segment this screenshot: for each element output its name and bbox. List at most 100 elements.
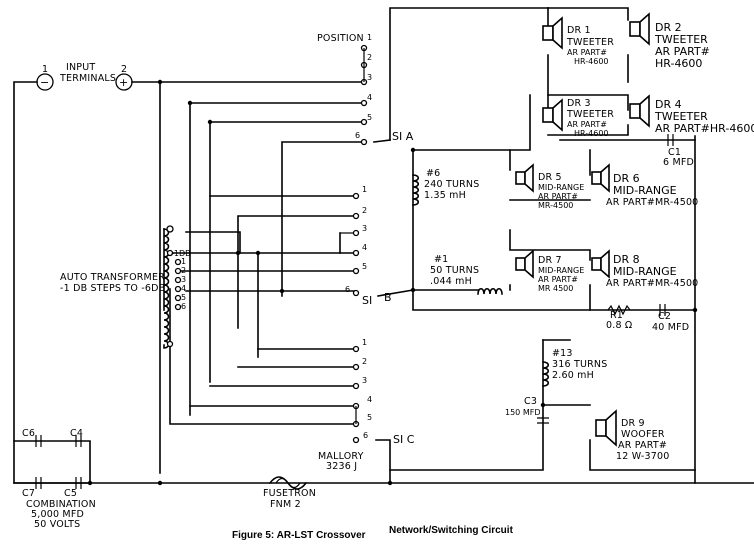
tap-label-1db: -1DB bbox=[171, 249, 191, 258]
mallory-line1: MALLORY bbox=[318, 451, 364, 462]
figure-caption: Figure 5: AR-LST Crossover Network/Switc… bbox=[232, 525, 514, 541]
inductor-l1 bbox=[477, 287, 503, 295]
s1c-pos-2: 2 bbox=[362, 357, 367, 366]
c6-capacitor bbox=[35, 435, 42, 447]
dr1-line2: TWEETER bbox=[566, 37, 614, 48]
s1c-pos-3: 3 bbox=[362, 376, 367, 385]
s1b-pos-6: 6 bbox=[345, 285, 350, 294]
l13-value: 2.60 mH bbox=[552, 370, 594, 381]
s1a-pos-6: 6 bbox=[355, 131, 360, 140]
c4-capacitor bbox=[75, 435, 82, 447]
c6-name: C6 bbox=[22, 428, 35, 439]
dr3-cone bbox=[552, 98, 563, 132]
s1a-label: SI A bbox=[392, 130, 414, 143]
s1c-contact-1 bbox=[352, 345, 360, 353]
junction-dots bbox=[87, 79, 698, 486]
s1c-pos-1: 1 bbox=[362, 338, 367, 347]
tap-label-4: 4 bbox=[181, 284, 186, 293]
dr7-line4: MR 4500 bbox=[538, 284, 573, 293]
s1b-pos-3: 3 bbox=[362, 224, 367, 233]
tap-label-6: 6 bbox=[181, 302, 186, 311]
s1b-pos-4: 4 bbox=[362, 243, 367, 252]
l6-value: 1.35 mH bbox=[424, 190, 466, 201]
autotransformer-tap-top bbox=[166, 225, 174, 233]
dr3-line3: AR PART# bbox=[567, 120, 607, 129]
autotransformer-winding bbox=[163, 228, 170, 349]
input-terminals: − + 1 2 INPUT TERMINALS bbox=[36, 62, 133, 91]
s1c-label: SI C bbox=[393, 433, 415, 446]
c5-name: C5 bbox=[64, 488, 77, 499]
dr9-line3: AR PART# bbox=[618, 440, 667, 451]
c1-name: C1 bbox=[668, 147, 681, 158]
autotransformer-tap-5 bbox=[174, 294, 182, 302]
s1b-contact-4 bbox=[352, 249, 360, 257]
dr6-line2: MID-RANGE bbox=[613, 184, 677, 197]
dr2-line4: HR-4600 bbox=[655, 57, 702, 70]
dr9-cone bbox=[605, 409, 617, 447]
l13-turns: 316 TURNS bbox=[552, 359, 607, 370]
s1b-contact-6 bbox=[352, 289, 360, 297]
dr3-speaker bbox=[542, 107, 554, 123]
combination-line2: 5,000 MFD bbox=[31, 509, 84, 520]
network-components: #6 240 TURNS 1.35 mH #1 50 TURNS .044 mH… bbox=[412, 168, 689, 462]
s1a-contact-4 bbox=[360, 99, 368, 107]
dr8-name: DR 8 bbox=[613, 253, 640, 266]
dr4-line3: AR PART#HR-4600 bbox=[655, 122, 754, 135]
dr8-line3: AR PART#MR-4500 bbox=[606, 278, 698, 289]
input-label-line2: TERMINALS bbox=[59, 73, 116, 84]
switch-s1b: 1 2 3 4 5 6 SI B bbox=[340, 185, 392, 307]
autotransformer: -1DB 1 2 3 4 5 6 AUTO TRANSFORMER -1 DB … bbox=[60, 225, 191, 349]
dr6-speaker bbox=[591, 171, 602, 185]
dr9-name: DR 9 bbox=[621, 418, 645, 429]
s1a-contact-6 bbox=[360, 138, 368, 146]
dr7-line2: MID-RANGE bbox=[538, 266, 584, 275]
dr1-cone bbox=[552, 16, 563, 50]
s1a-pos-2: 2 bbox=[367, 53, 372, 62]
c7-name: C7 bbox=[22, 488, 35, 499]
c1-capacitor bbox=[667, 134, 674, 146]
fuse-line1: FUSETRON bbox=[263, 488, 316, 499]
l1-turns: 50 TURNS bbox=[430, 265, 479, 276]
s1b-pos-5: 5 bbox=[362, 262, 367, 271]
dr4-speaker bbox=[629, 103, 641, 119]
l6-name: #6 bbox=[426, 168, 440, 179]
mallory-line2: 3236 J bbox=[326, 461, 357, 472]
s1b-contact-3 bbox=[352, 229, 360, 237]
s1b-contact-1 bbox=[352, 192, 360, 200]
dr3-name: DR 3 bbox=[567, 98, 591, 109]
autotransformer-tap-6 bbox=[174, 303, 182, 311]
l6-turns: 240 TURNS bbox=[424, 179, 479, 190]
dr6-cone bbox=[600, 163, 610, 193]
dr1-line4: HR-4600 bbox=[574, 57, 609, 66]
dr8-line2: MID-RANGE bbox=[613, 265, 677, 278]
s1c-pos-4: 4 bbox=[367, 395, 372, 404]
autotransformer-label-line1: AUTO TRANSFORMER bbox=[60, 272, 165, 283]
dr4-line2: TWEETER bbox=[654, 110, 708, 123]
s1c-pos-5: 5 bbox=[367, 413, 372, 422]
c1-value: 6 MFD bbox=[663, 157, 694, 168]
dr4-cone bbox=[639, 94, 650, 128]
c3-capacitor bbox=[537, 417, 549, 424]
dr6-line3: AR PART#MR-4500 bbox=[606, 197, 698, 208]
s1c-contact-2 bbox=[352, 363, 360, 371]
dr4-name: DR 4 bbox=[655, 98, 682, 111]
dr7-speaker bbox=[515, 257, 526, 271]
dr3-line2: TWEETER bbox=[566, 109, 614, 120]
dr5-name: DR 5 bbox=[538, 172, 562, 183]
c5-capacitor bbox=[75, 477, 82, 489]
autotransformer-label-line2: -1 DB STEPS TO -6DB bbox=[60, 283, 165, 294]
s1a-pos-1: 1 bbox=[367, 33, 372, 42]
dr2-line3: AR PART# bbox=[655, 45, 710, 58]
dr2-cone bbox=[639, 12, 650, 46]
dr9-speaker bbox=[595, 419, 607, 437]
dr3-line4: HR-4600 bbox=[574, 129, 609, 138]
dr7-name: DR 7 bbox=[538, 255, 562, 266]
s1b-label-1: SI bbox=[362, 294, 372, 307]
dr7-cone bbox=[524, 249, 534, 279]
c2-name: C2 bbox=[658, 311, 671, 322]
dr2-speaker bbox=[629, 21, 641, 37]
c3-name: C3 bbox=[524, 396, 537, 407]
autotransformer-tap-bottom bbox=[166, 340, 174, 348]
tap-label-1: 1 bbox=[181, 257, 186, 266]
